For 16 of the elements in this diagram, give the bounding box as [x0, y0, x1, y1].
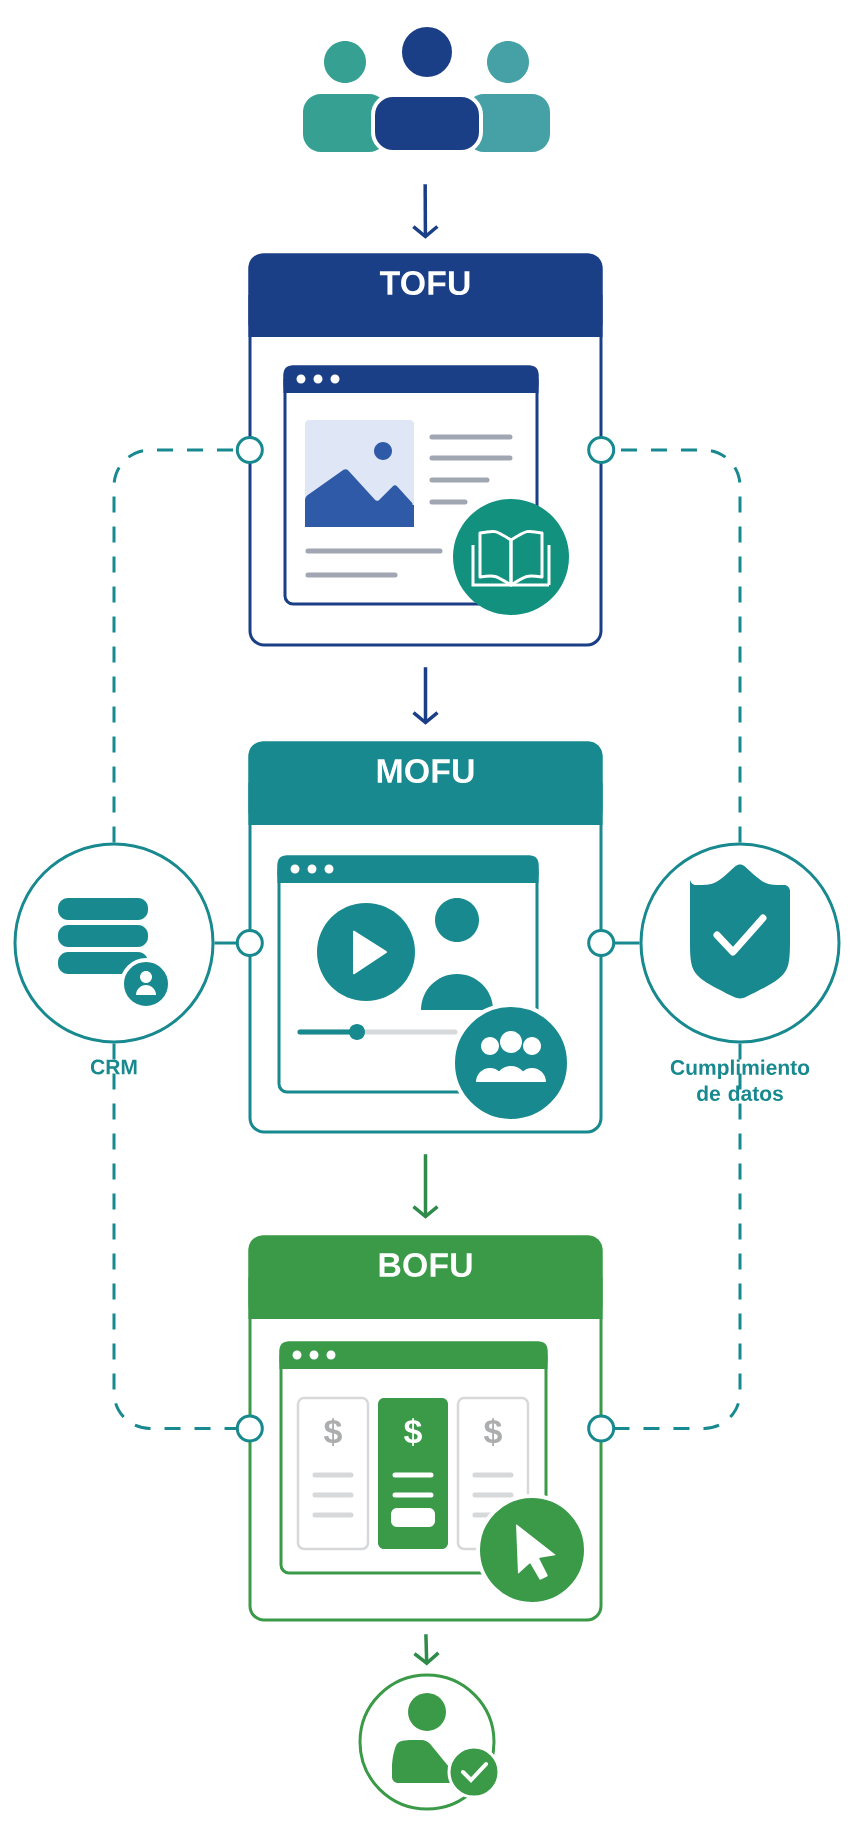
arrow	[412, 667, 439, 725]
connector-line	[214, 929, 264, 957]
price-symbol: $	[404, 1418, 422, 1446]
arrow	[412, 1154, 439, 1219]
price-symbol: $	[324, 1418, 342, 1446]
connector-line	[587, 1043, 742, 1443]
arrow	[412, 184, 439, 239]
price-symbol: $	[484, 1418, 502, 1446]
connector-line	[587, 436, 742, 843]
arrow	[413, 1634, 440, 1666]
connector-line	[112, 436, 264, 843]
connector-line	[112, 1043, 264, 1443]
connector-line	[587, 929, 640, 957]
customer-circle	[358, 1673, 501, 1811]
circle-caption: Cumplimiento de datos	[670, 1059, 810, 1101]
circle-caption: CRM	[90, 1059, 137, 1075]
